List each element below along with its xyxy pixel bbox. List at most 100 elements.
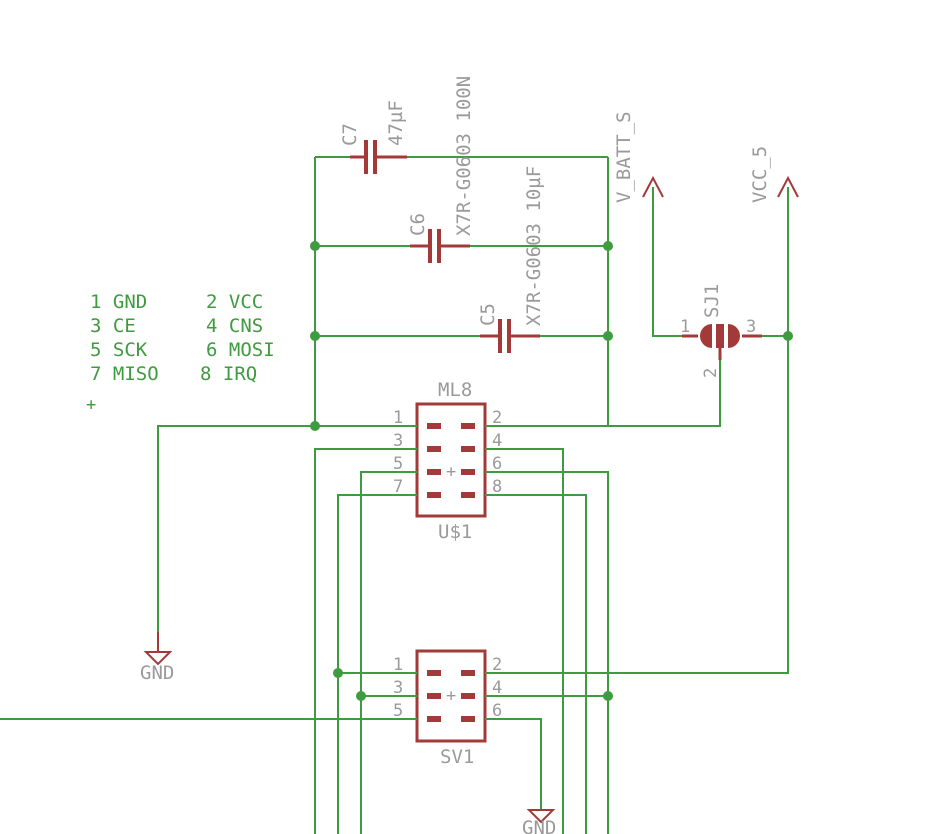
v-batt-s-label: V_BATT_S [613, 111, 635, 203]
pin-legend: 1 GND 2 VCC 3 CE 4 CNS 5 SCK 6 MOSI 7 MI… [86, 291, 275, 415]
sv1-pin-3: 3 [393, 678, 403, 698]
sv1-pin-2: 2 [492, 655, 502, 675]
legend-left-3: 5 SCK [90, 339, 148, 361]
vcc-5-label: VCC_5 [749, 146, 771, 203]
capacitor-plate [437, 229, 441, 263]
pin-pad [427, 716, 441, 722]
capacitor-c5[interactable]: C5 X7R-G0603 10µF [477, 166, 545, 353]
pin-pad [427, 446, 441, 452]
sj1-pin-3: 3 [746, 317, 756, 337]
supply-vcc-5[interactable]: VCC_5 [749, 146, 799, 203]
legend-origin-mark: + [86, 395, 96, 415]
connector-sv1[interactable]: SV1 + 1 2 3 4 5 6 [390, 649, 515, 768]
c6-value: X7R-G0603 100N [453, 76, 475, 236]
sv1-pin-5: 5 [393, 701, 403, 721]
pin-pad [461, 446, 475, 452]
wire-net-sck[interactable] [360, 471, 408, 697]
connector-ml8[interactable]: ML8 U$1 + 1 2 3 4 5 6 7 8 [390, 379, 515, 543]
pin-pad [461, 693, 475, 699]
origin-mark: + [446, 462, 456, 482]
junction-dot [333, 668, 343, 678]
legend-right-3: 6 MOSI [206, 339, 275, 361]
ml8-pin-8: 8 [492, 477, 502, 497]
pin-pad [461, 670, 475, 676]
ml8-pin-7: 7 [393, 477, 403, 497]
legend-left-1: 1 GND [90, 291, 147, 313]
capacitor-plate [428, 229, 432, 263]
ml8-pin-6: 6 [492, 454, 502, 474]
wire-sv1-pin6[interactable] [490, 718, 542, 810]
legend-right-4: 8 IRQ [200, 363, 257, 385]
legend-right-2: 4 CNS [206, 315, 263, 337]
wire-vcc-net[interactable] [490, 356, 721, 427]
wire-net-cns[interactable] [490, 448, 564, 834]
sj1-pin-2: 2 [701, 368, 721, 378]
wires [0, 156, 789, 834]
solder-jumper-sj1[interactable]: SJ1 1 2 3 [680, 284, 762, 378]
pin-pad [461, 492, 475, 498]
origin-mark: + [446, 686, 456, 706]
junction-dot [310, 331, 320, 341]
legend-right-1: 2 VCC [206, 291, 263, 313]
sv1-name: SV1 [440, 746, 474, 768]
legend-left-2: 3 CE [90, 315, 136, 337]
junction-dot [356, 691, 366, 701]
capacitor-c7[interactable]: C7 47µF [339, 100, 407, 174]
ground-symbol-left[interactable]: GND [140, 632, 174, 684]
sj1-pin-1: 1 [680, 317, 690, 337]
connector-body [415, 402, 487, 518]
c5-value: X7R-G0603 10µF [523, 166, 545, 326]
wire-vbatt[interactable] [652, 187, 698, 337]
jumper-pad-center [716, 324, 724, 348]
pin-pad [427, 423, 441, 429]
wire-net-mosi[interactable] [490, 471, 609, 834]
pin-pad [427, 670, 441, 676]
jumper-pad-right [728, 324, 740, 348]
sv1-pin-4: 4 [492, 678, 502, 698]
ground-icon [526, 809, 556, 824]
sv1-pin-6: 6 [492, 701, 502, 721]
capacitor-plate [373, 140, 377, 174]
junction-dot [603, 241, 613, 251]
ml8-label: U$1 [438, 521, 472, 543]
wire-net-irq[interactable] [490, 494, 587, 834]
junction-dot [603, 691, 613, 701]
ml8-name: ML8 [438, 379, 472, 401]
pin-pad [427, 693, 441, 699]
junction-dot [783, 331, 793, 341]
junction-dot [310, 241, 320, 251]
supply-arrow-icon [777, 175, 799, 198]
wire-net-ce[interactable] [314, 448, 408, 834]
pin-pad [461, 423, 475, 429]
supply-arrow-icon [642, 175, 664, 198]
supply-v-batt-s[interactable]: V_BATT_S [613, 111, 664, 203]
junctions [310, 241, 793, 701]
ml8-pin-3: 3 [393, 431, 403, 451]
junction-dot [310, 421, 320, 431]
pin-pad [461, 716, 475, 722]
c7-value: 47µF [385, 100, 407, 146]
ml8-pin-2: 2 [492, 408, 502, 428]
jumper-pad-left [700, 324, 712, 348]
wire-vcc5[interactable] [490, 187, 789, 674]
junction-dot [603, 331, 613, 341]
pin-pad [427, 492, 441, 498]
c5-name: C5 [477, 303, 499, 326]
ml8-pin-1: 1 [393, 408, 403, 428]
gnd-label: GND [522, 817, 556, 834]
wire-net-miso[interactable] [337, 494, 408, 834]
capacitor-plate [507, 319, 511, 353]
ground-symbol-bottom[interactable]: GND [522, 809, 556, 834]
wire-gnd-net[interactable] [157, 425, 408, 632]
sj1-name: SJ1 [701, 284, 723, 318]
capacitor-c6[interactable]: C6 X7R-G0603 100N [407, 76, 475, 263]
pin-pad [461, 469, 475, 475]
ml8-pin-4: 4 [492, 431, 502, 451]
capacitor-plate [498, 319, 502, 353]
capacitor-plate [364, 140, 368, 174]
ml8-pin-5: 5 [393, 454, 403, 474]
sv1-pin-1: 1 [393, 655, 403, 675]
pin-pad [427, 469, 441, 475]
